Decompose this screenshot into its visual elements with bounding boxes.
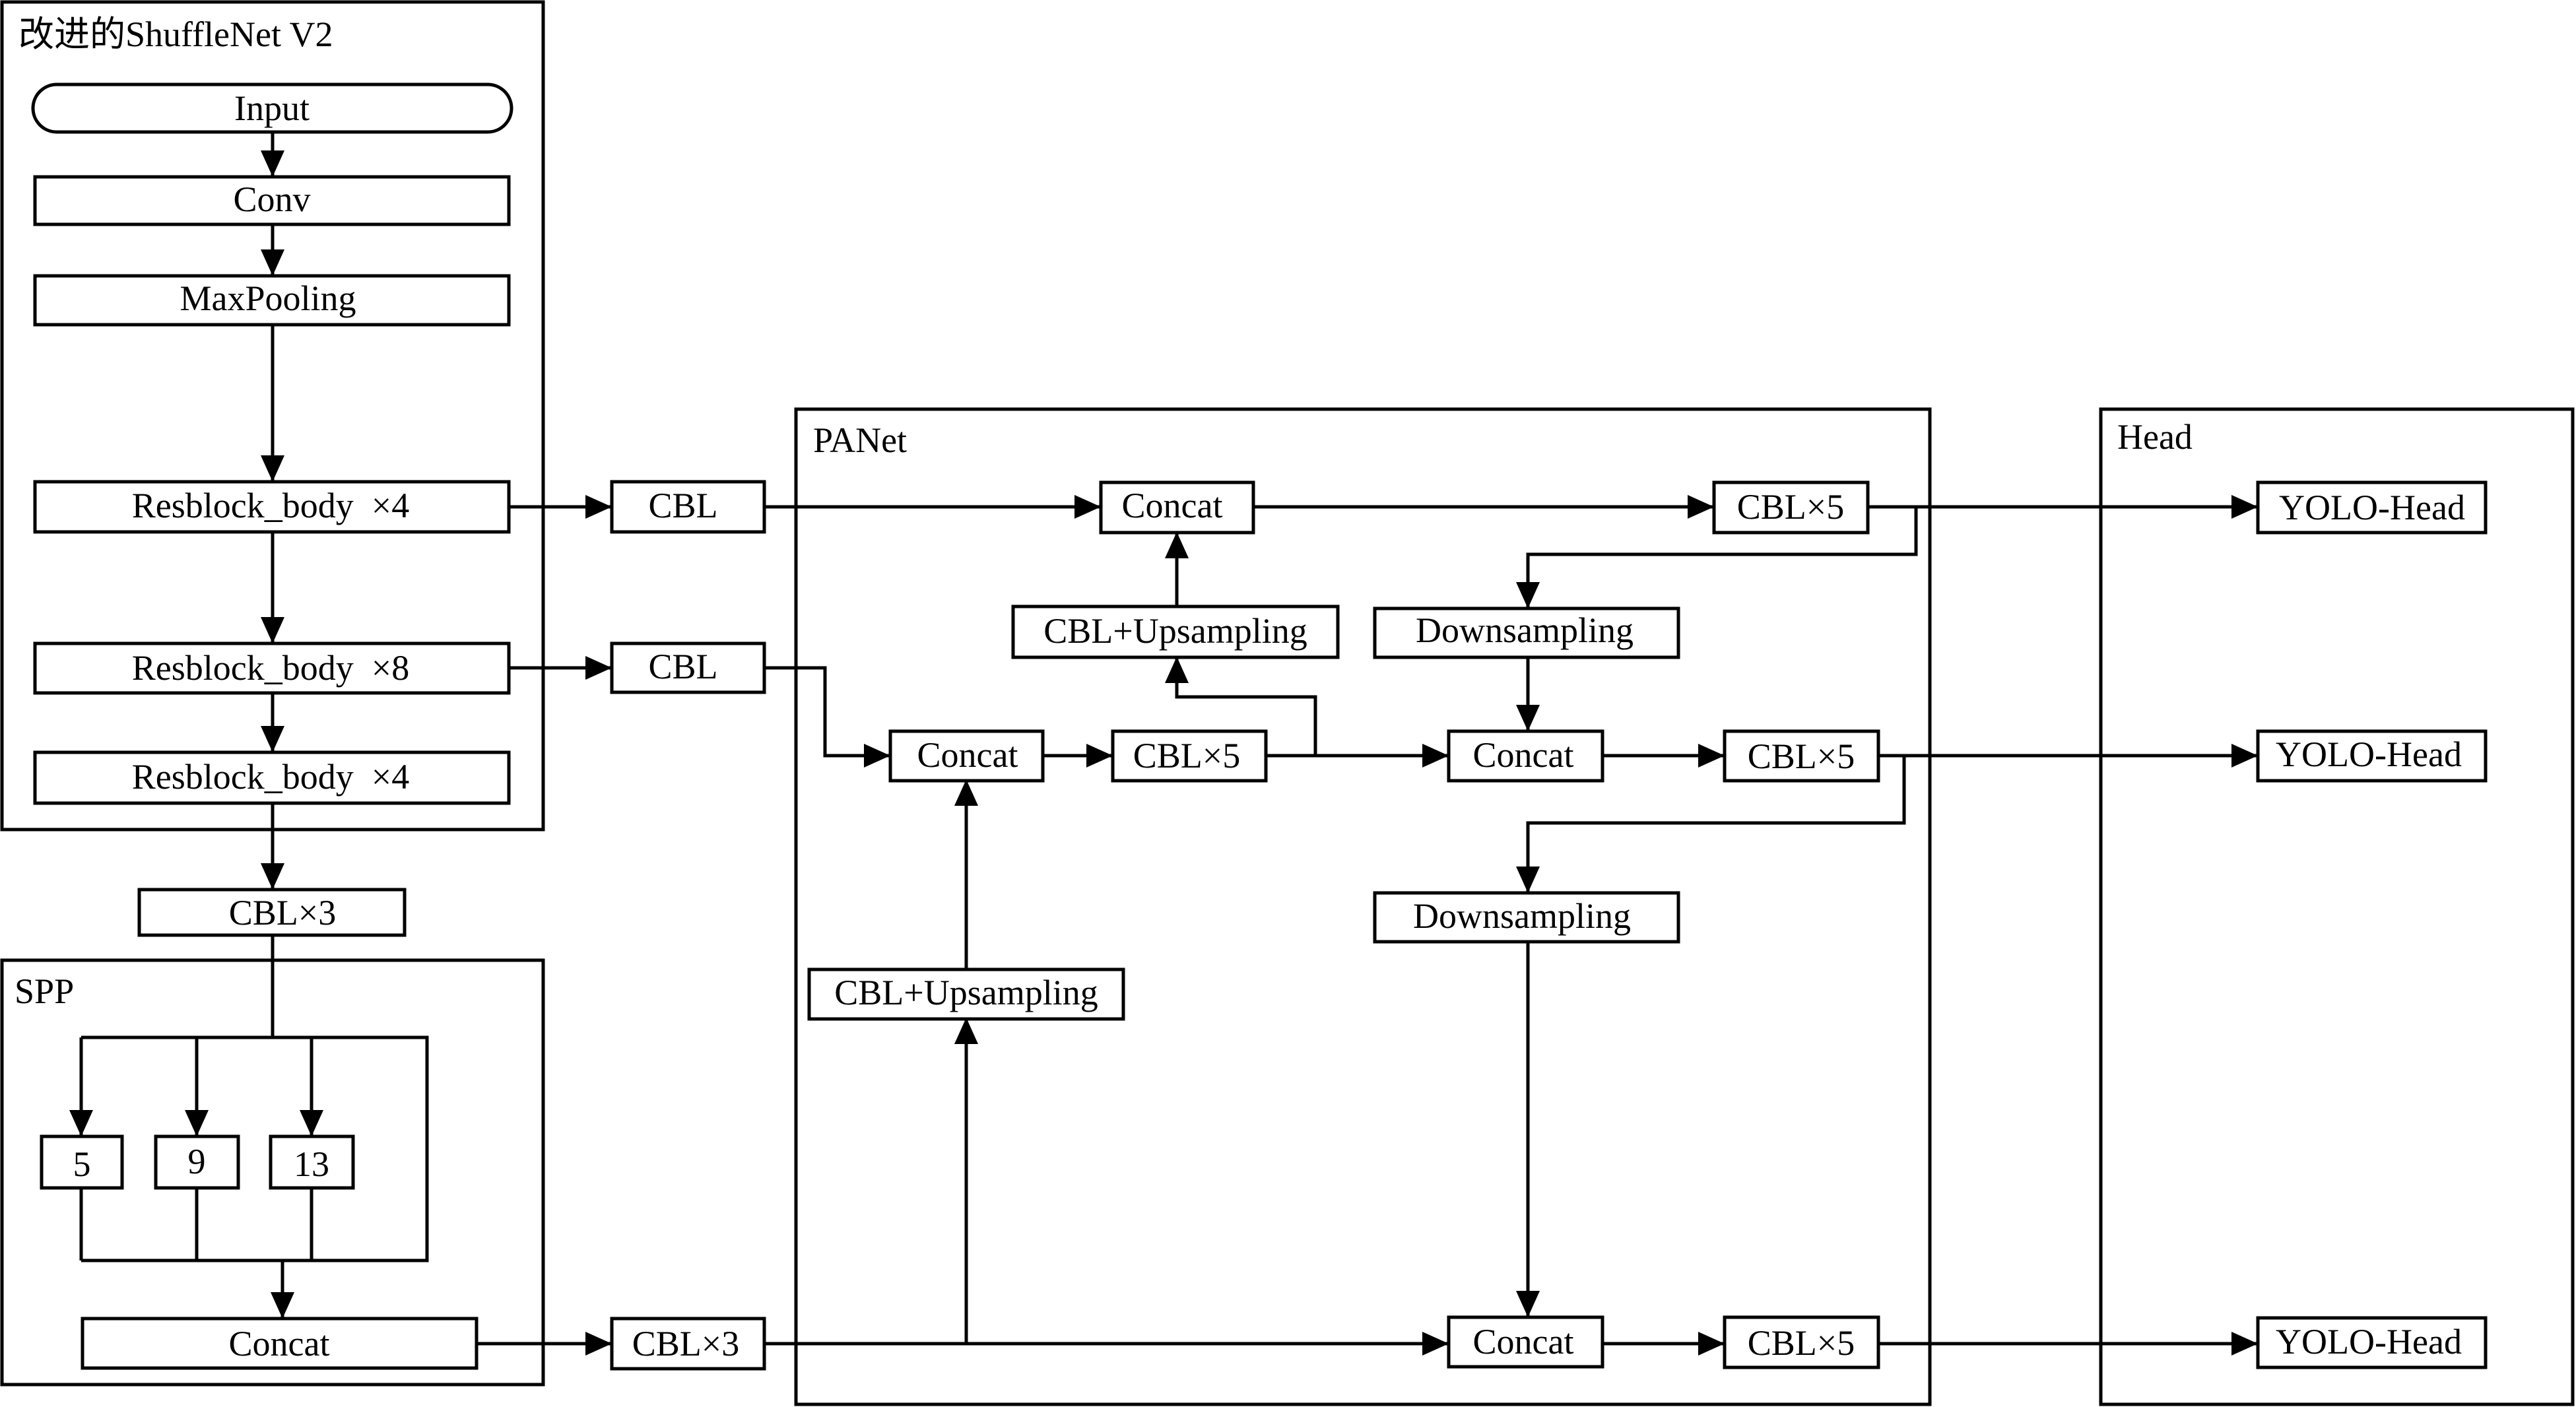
edge-cblx5-top-down — [1516, 507, 1918, 608]
backbone-title: 改进的ShuffleNet V2 — [18, 15, 333, 54]
edge-spp-frame — [81, 1035, 429, 1262]
block-maxpooling: MaxPooling — [33, 274, 511, 327]
panet-title: PANet — [813, 420, 907, 460]
svg-text:MaxPooling: MaxPooling — [180, 278, 356, 318]
block-pool-13: 13 — [269, 1134, 355, 1190]
spp-title: SPP — [15, 971, 74, 1011]
block-resblock-3: Resblock_body ×4 — [33, 750, 511, 805]
svg-text:Resblock_body ×4: Resblock_body ×4 — [132, 757, 409, 797]
svg-text:YOLO-Head: YOLO-Head — [2276, 735, 2462, 774]
svg-text:CBL×5: CBL×5 — [1748, 736, 1855, 776]
block-downsampling-bottom: Downsampling — [1373, 891, 1680, 944]
block-cbl-x5-top: CBL×5 — [1712, 480, 1870, 535]
edge-cblx5-mid-right-down — [1516, 756, 1906, 893]
edge-cblx5-mid-up — [1165, 657, 1317, 758]
block-resblock-1: Resblock_body ×4 — [33, 480, 511, 534]
block-yolo-head-1: YOLO-Head — [2256, 480, 2488, 535]
block-resblock-2: Resblock_body ×8 — [33, 641, 511, 695]
svg-text:YOLO-Head: YOLO-Head — [2279, 488, 2465, 527]
svg-text:Resblock_body ×8: Resblock_body ×8 — [132, 648, 409, 688]
block-concat-mid-right: Concat — [1447, 729, 1604, 783]
svg-text:13: 13 — [294, 1144, 329, 1184]
svg-text:CBL: CBL — [648, 486, 717, 525]
svg-text:Resblock_body ×4: Resblock_body ×4 — [132, 486, 409, 525]
svg-text:CBL×5: CBL×5 — [1748, 1323, 1855, 1363]
block-spp-concat: Concat — [81, 1317, 479, 1370]
block-concat-mid-left: Concat — [888, 729, 1045, 783]
block-yolo-head-3: YOLO-Head — [2256, 1316, 2488, 1369]
block-cbl-x3-top: CBL×3 — [137, 888, 407, 937]
block-cbl-x3-bottom: CBL×3 — [610, 1317, 766, 1371]
block-yolo-head-2: YOLO-Head — [2256, 729, 2488, 783]
block-cbl-a: CBL — [610, 480, 766, 534]
panet-frame — [794, 407, 1932, 1406]
block-concat-top: Concat — [1099, 480, 1255, 535]
block-cbl-upsampling-top: CBL+Upsampling — [1011, 605, 1340, 659]
edge-cbl-b-concat-mid — [764, 666, 890, 768]
svg-text:CBL×3: CBL×3 — [632, 1324, 739, 1363]
svg-text:Concat: Concat — [1473, 735, 1574, 775]
svg-text:9: 9 — [188, 1142, 206, 1181]
svg-text:5: 5 — [73, 1144, 91, 1184]
block-input: Input — [31, 82, 513, 134]
block-concat-bottom: Concat — [1447, 1315, 1604, 1369]
svg-text:CBL×3: CBL×3 — [229, 893, 336, 933]
block-conv: Conv — [33, 175, 511, 226]
svg-text:CBL×5: CBL×5 — [1133, 736, 1240, 775]
svg-text:Concat: Concat — [917, 735, 1018, 775]
block-cbl-x5-mid-right: CBL×5 — [1723, 729, 1880, 783]
svg-text:Downsampling: Downsampling — [1416, 610, 1634, 650]
head-title: Head — [2117, 417, 2193, 457]
svg-text:CBL: CBL — [648, 647, 717, 686]
block-pool-5: 5 — [40, 1134, 124, 1190]
svg-text:Concat: Concat — [1473, 1322, 1574, 1361]
svg-text:YOLO-Head: YOLO-Head — [2276, 1322, 2462, 1361]
svg-text:CBL+Upsampling: CBL+Upsampling — [834, 973, 1098, 1012]
svg-text:Concat: Concat — [229, 1324, 330, 1363]
head-frame — [2099, 407, 2575, 1406]
block-pool-9: 9 — [154, 1134, 240, 1190]
block-cbl-b: CBL — [610, 641, 766, 694]
block-downsampling-top: Downsampling — [1373, 606, 1680, 659]
block-cbl-x5-mid-left: CBL×5 — [1111, 729, 1268, 783]
svg-text:Conv: Conv — [233, 180, 310, 219]
block-cbl-upsampling-bottom: CBL+Upsampling — [807, 967, 1125, 1021]
svg-text:Downsampling: Downsampling — [1413, 896, 1631, 936]
svg-text:CBL+Upsampling: CBL+Upsampling — [1043, 611, 1307, 651]
svg-text:Concat: Concat — [1122, 486, 1223, 525]
block-cbl-x5-bottom: CBL×5 — [1723, 1315, 1880, 1369]
svg-text:Input: Input — [234, 88, 310, 128]
svg-text:CBL×5: CBL×5 — [1737, 487, 1844, 527]
